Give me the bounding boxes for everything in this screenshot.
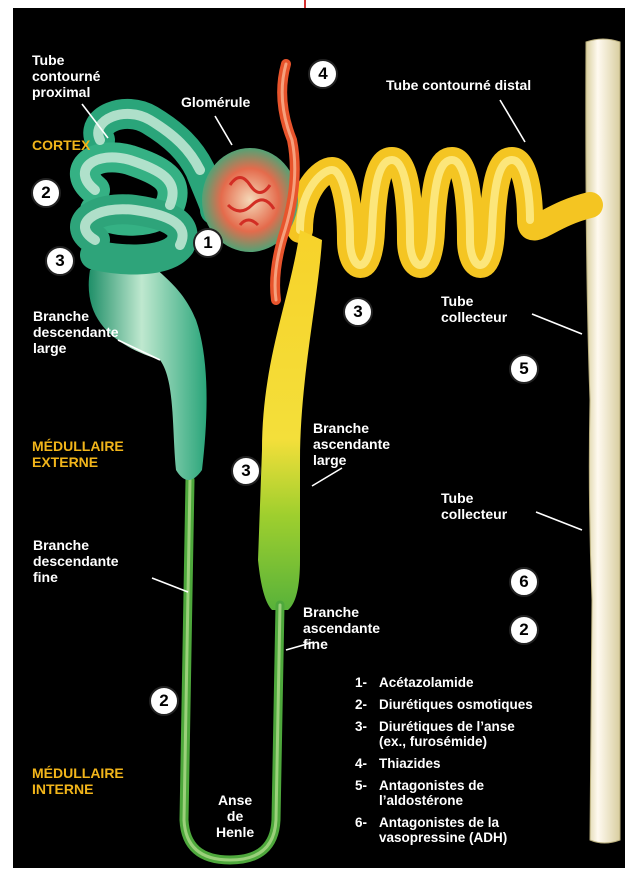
legend-number: 5- <box>355 778 379 808</box>
label-branche-desc-fine: Branche descendante fine <box>33 537 119 585</box>
badge-3-cortex: 3 <box>45 246 75 276</box>
label-tube-distal: Tube contourné distal <box>386 77 531 93</box>
drug-legend: 1- Acétazolamide 2- Diurétiques osmotiqu… <box>355 675 625 852</box>
badge-1: 1 <box>193 228 223 258</box>
badge-4: 4 <box>308 59 338 89</box>
legend-item: 3- Diurétiques de l’anse (ex., furosémid… <box>355 719 625 749</box>
badge-2-collector: 2 <box>509 615 539 645</box>
badge-5: 5 <box>509 354 539 384</box>
legend-text: Antagonistes de la vasopressine (ADH) <box>379 815 507 845</box>
legend-number: 6- <box>355 815 379 845</box>
label-tube-collecteur-1: Tube collecteur <box>441 293 507 325</box>
badge-3-ascending: 3 <box>343 297 373 327</box>
label-tube-proximal: Tube contourné proximal <box>32 52 100 100</box>
legend-text: Diurétiques osmotiques <box>379 697 533 712</box>
badge-6: 6 <box>509 567 539 597</box>
label-branche-desc-large: Branche descendante large <box>33 308 119 356</box>
legend-item: 2- Diurétiques osmotiques <box>355 697 625 712</box>
legend-item: 4- Thiazides <box>355 756 625 771</box>
badge-2-cortex: 2 <box>31 178 61 208</box>
label-branche-asc-large: Branche ascendante large <box>313 420 390 468</box>
legend-text: Antagonistes de l’aldostérone <box>379 778 484 808</box>
legend-item: 6- Antagonistes de la vasopressine (ADH) <box>355 815 625 845</box>
zone-cortex: CORTEX <box>32 137 90 153</box>
label-glomerule: Glomérule <box>181 94 250 110</box>
badge-2-thin-limb: 2 <box>149 686 179 716</box>
label-tube-collecteur-2: Tube collecteur <box>441 490 507 522</box>
badge-3-medulla: 3 <box>231 456 261 486</box>
label-anse-henle: Anse de Henle <box>216 792 254 840</box>
legend-number: 1- <box>355 675 379 690</box>
zone-medullaire-externe: MÉDULLAIRE EXTERNE <box>32 438 124 470</box>
legend-text: Acétazolamide <box>379 675 474 690</box>
legend-number: 3- <box>355 719 379 749</box>
label-branche-asc-fine: Branche ascendante fine <box>303 604 380 652</box>
legend-text: Thiazides <box>379 756 441 771</box>
legend-number: 4- <box>355 756 379 771</box>
legend-item: 5- Antagonistes de l’aldostérone <box>355 778 625 808</box>
legend-number: 2- <box>355 697 379 712</box>
legend-text: Diurétiques de l’anse (ex., furosémide) <box>379 719 515 749</box>
zone-medullaire-interne: MÉDULLAIRE INTERNE <box>32 765 124 797</box>
legend-item: 1- Acétazolamide <box>355 675 625 690</box>
